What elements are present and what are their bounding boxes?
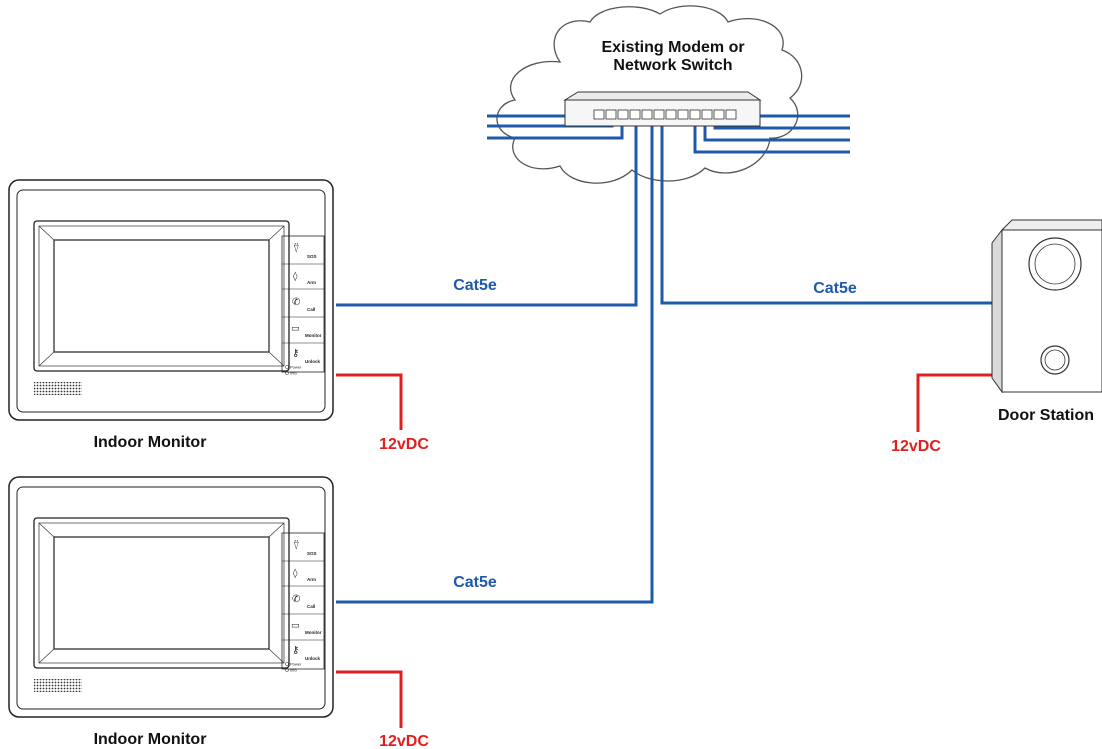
speaker-grille-icon — [34, 679, 82, 692]
arm-button[interactable]: ◊ Arm — [293, 568, 316, 582]
call-button-label: Call — [307, 307, 315, 312]
arm-button-label: Arm — [307, 577, 316, 582]
call-button[interactable]: ✆ Call — [292, 297, 315, 312]
info-led-label: Info — [290, 371, 297, 376]
power-label-door-station: 12vDC — [891, 438, 941, 455]
indoor-monitor-1: ⍢ SOS ◊ Arm ✆ Call ▭ Monitor ⚷ Unlock — [8, 179, 334, 421]
monitor-button[interactable]: ▭ Monitor — [291, 621, 322, 635]
monitor-button-panel: ⍢ SOS ◊ Arm ✆ Call ▭ Monitor ⚷ Unlock — [281, 235, 325, 376]
door-station-side — [991, 228, 1003, 394]
switch-port — [665, 109, 677, 120]
indoor-monitor-2-label: Indoor Monitor — [94, 731, 207, 748]
power-cable-door-station — [916, 373, 992, 432]
cable-label-monitor-1: Cat5e — [453, 277, 497, 294]
sos-button[interactable]: ⍢ SOS — [293, 539, 317, 556]
power-led-label: Power — [290, 662, 302, 667]
switch-port — [713, 109, 725, 120]
info-led-label: Info — [290, 668, 297, 673]
key-icon: ⚷ — [292, 348, 299, 359]
camera-icon: ▭ — [291, 324, 300, 334]
alarm-light-icon: ⍢ — [293, 539, 300, 552]
switch-port — [605, 109, 617, 120]
monitor-button-label: Monitor — [305, 333, 322, 338]
camera-icon: ▭ — [291, 621, 300, 631]
cable-door-station — [660, 112, 992, 305]
power-cable-monitor-1 — [336, 373, 403, 430]
monitor-inner-frame — [16, 486, 326, 710]
call-button[interactable]: ✆ Call — [292, 594, 315, 609]
alarm-light-icon: ⍢ — [293, 242, 300, 255]
cable-label-door-station: Cat5e — [813, 280, 857, 297]
switch-port — [641, 109, 653, 120]
shield-icon: ◊ — [293, 568, 298, 579]
door-station-label: Door Station — [998, 407, 1094, 424]
cable-monitor-2 — [336, 112, 654, 604]
door-station-top — [1000, 219, 1102, 231]
sos-button-label: SOS — [307, 254, 317, 259]
network-switch — [563, 91, 762, 127]
monitor-button-panel: ⍢ SOS ◊ Arm ✆ Call ▭ Monitor ⚷ Unlock Po… — [281, 532, 325, 673]
switch-port — [653, 109, 665, 120]
cable-monitor-1 — [336, 112, 638, 307]
button-panel-frame — [281, 532, 325, 670]
switch-label-line2: Network Switch — [613, 57, 732, 74]
shield-icon: ◊ — [293, 271, 298, 282]
arm-button[interactable]: ◊ Arm — [293, 271, 316, 285]
power-cables — [336, 373, 992, 728]
power-label-monitor-1: 12vDC — [379, 436, 429, 453]
sos-button-label: SOS — [307, 551, 317, 556]
switch-ports — [593, 109, 737, 120]
switch-port — [593, 109, 605, 120]
phone-icon: ✆ — [292, 594, 300, 605]
switch-label-line1: Existing Modem or — [601, 39, 744, 56]
indoor-monitor-1-label: Indoor Monitor — [94, 434, 207, 451]
unlock-button[interactable]: ⚷ Unlock — [292, 645, 321, 661]
camera-lens-inner — [1034, 243, 1076, 285]
door-station — [991, 219, 1102, 394]
switch-port — [629, 109, 641, 120]
network-cables — [336, 112, 992, 604]
status-leds: Power Info — [285, 662, 302, 673]
button-panel-frame — [281, 235, 325, 373]
unlock-button-label: Unlock — [305, 359, 321, 364]
unlock-button-label: Unlock — [305, 656, 321, 661]
phone-icon: ✆ — [292, 297, 300, 308]
switch-port — [725, 109, 737, 120]
sos-button[interactable]: ⍢ SOS — [293, 242, 317, 259]
info-led-icon — [285, 371, 289, 375]
monitor-screen — [53, 536, 270, 650]
monitor-button-label: Monitor — [305, 630, 322, 635]
monitor-button[interactable]: ▭ Monitor — [291, 324, 322, 338]
key-icon: ⚷ — [292, 645, 299, 656]
arm-button-label: Arm — [307, 280, 316, 285]
monitor-bezel-bevel — [38, 522, 285, 664]
cable-label-monitor-2: Cat5e — [453, 574, 497, 591]
power-led-icon — [285, 365, 289, 369]
power-led-label: Power — [290, 365, 302, 370]
monitor-inner-frame — [16, 189, 326, 413]
switch-top — [563, 91, 762, 101]
power-label-monitor-2: 12vDC — [379, 733, 429, 749]
indoor-monitor-2: ⍢ SOS ◊ Arm ✆ Call ▭ Monitor ⚷ Unlock Po… — [8, 476, 334, 718]
monitor-bezel-bevel — [38, 225, 285, 367]
call-button-label: Call — [307, 604, 315, 609]
switch-port — [677, 109, 689, 120]
power-cable-monitor-2 — [336, 670, 403, 728]
info-led-icon — [285, 668, 289, 672]
power-led-icon — [285, 662, 289, 666]
camera-lens-icon — [1028, 237, 1082, 291]
switch-port — [701, 109, 713, 120]
monitor-screen — [53, 239, 270, 353]
switch-port — [617, 109, 629, 120]
speaker-grille-icon — [34, 382, 82, 395]
switch-port — [689, 109, 701, 120]
unlock-button[interactable]: ⚷ Unlock — [292, 348, 321, 364]
status-leds: Power Info — [285, 365, 302, 376]
call-button-inner — [1044, 349, 1066, 371]
